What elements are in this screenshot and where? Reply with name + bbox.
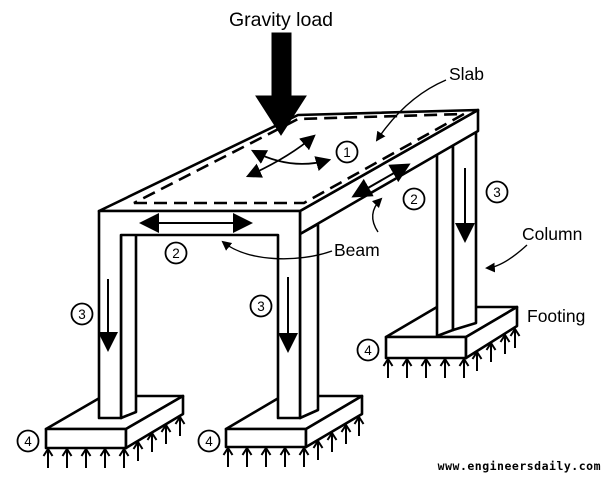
beam-label: Beam: [334, 240, 380, 260]
footing-left-right-face: [124, 394, 185, 450]
svg-text:4: 4: [364, 343, 372, 358]
svg-text:3: 3: [257, 299, 265, 314]
gravity-load-label: Gravity load: [229, 9, 333, 31]
column-right-side-face: [435, 143, 455, 338]
column-leader-arrow: [485, 244, 528, 273]
footing-right-right-face: [464, 305, 519, 360]
column-left-side-face: [119, 227, 138, 420]
step-circle-beam-front: 2: [164, 241, 188, 265]
footing-middle-right-face: [304, 394, 364, 449]
svg-text:2: 2: [172, 246, 180, 261]
beam-right-load-arrow: [351, 163, 411, 198]
step-circle-slab: 1: [335, 140, 359, 164]
svg-text:3: 3: [493, 185, 501, 200]
frame-front-portal: [97, 209, 302, 420]
svg-text:3: 3: [78, 307, 86, 322]
footing-right-front-face: [384, 335, 468, 360]
beam-leader-arrow-right: [371, 197, 383, 233]
slab-leader-arrow: [375, 79, 447, 142]
step-circle-column-right: 3: [485, 180, 509, 204]
column-right: [435, 130, 478, 338]
step-circle-column-middle: 3: [249, 294, 273, 318]
svg-text:4: 4: [24, 434, 32, 449]
svg-text:2: 2: [410, 192, 418, 207]
footing-label: Footing: [527, 306, 585, 326]
slab-load-spread-arrows: [245, 134, 332, 178]
step-circle-column-left: 3: [70, 302, 94, 326]
svg-text:1: 1: [343, 145, 351, 160]
beam-leader-arrow-front: [221, 240, 333, 260]
step-circle-footing-middle: 4: [197, 429, 221, 453]
watermark: www.engineersdaily.com: [438, 459, 601, 473]
svg-text:4: 4: [205, 434, 213, 449]
slab-label: Slab: [449, 64, 484, 84]
step-circle-beam-right: 2: [402, 187, 426, 211]
column-middle-side-face: [298, 222, 320, 420]
footing-middle-front-face: [224, 427, 308, 449]
slab-spread-arrow-2: [245, 134, 316, 178]
column-label: Column: [522, 224, 582, 244]
step-circles: 1 2 2 3 3 3 4 4: [16, 140, 509, 453]
footing-left-front-face: [44, 427, 128, 450]
step-circle-footing-left: 4: [16, 429, 40, 453]
slab-dashed-outline: [133, 112, 465, 205]
step-circle-footing-right: 4: [356, 338, 380, 362]
gravity-load-arrow: [255, 32, 307, 136]
